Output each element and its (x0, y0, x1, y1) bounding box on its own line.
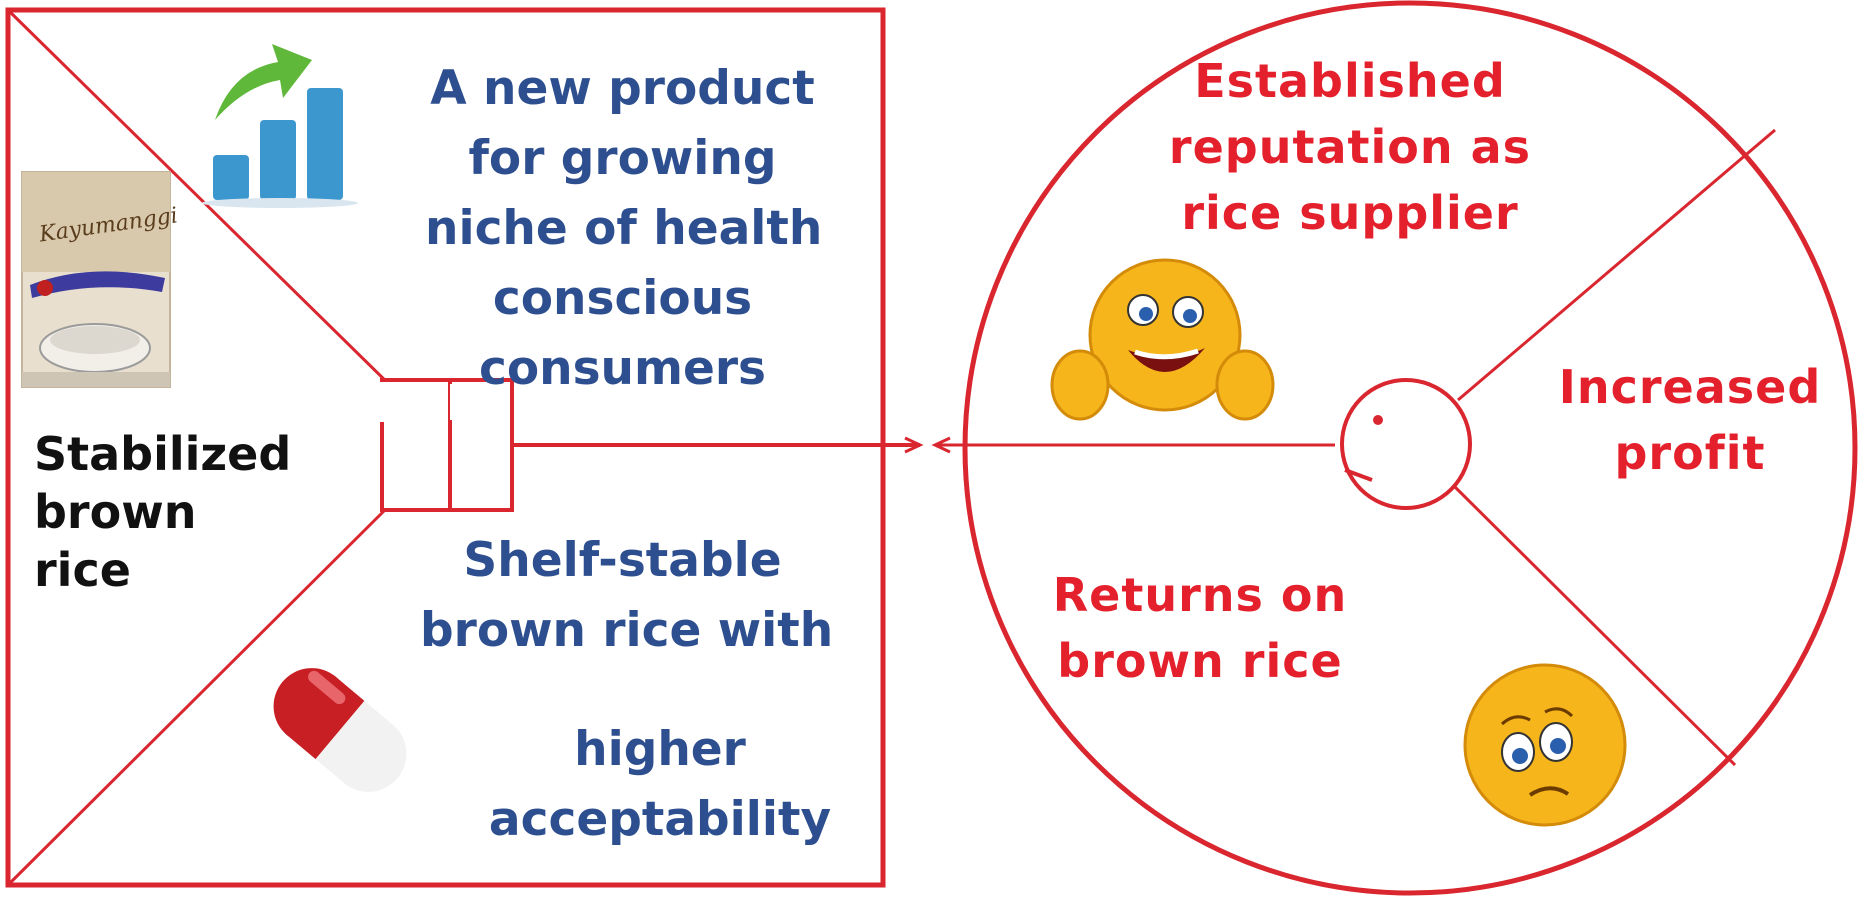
divider-upper (1457, 128, 1776, 402)
circle-bottom-text: Returns on brown rice (1040, 562, 1360, 694)
circle-right-text: Increased profit (1530, 354, 1850, 486)
text-line: conscious (492, 271, 753, 326)
bar-chart-up-icon (202, 44, 358, 208)
text-line: profit (1614, 426, 1766, 480)
plug-connector (378, 378, 920, 512)
text-line: rice supplier (1181, 186, 1519, 240)
text-line: Returns on (1052, 568, 1348, 622)
text-line: Established (1194, 54, 1506, 108)
text-line: rice (34, 543, 131, 597)
circle-frame (962, 0, 1858, 896)
worried-emoji (1463, 663, 1627, 827)
divider-lower (1453, 485, 1737, 767)
rice-package-image: Kayumanggi (21, 171, 179, 388)
text-line: reputation as (1168, 120, 1532, 174)
text-line: Increased (1558, 360, 1822, 414)
arrow-left (931, 436, 951, 454)
text-line: brown rice (1057, 634, 1343, 688)
text-line: A new product (430, 61, 815, 116)
text-line: Stabilized (34, 427, 292, 481)
capsule-pill-icon (273, 668, 407, 792)
square-bottom-text-a: Shelf-stable brown rice with (420, 526, 834, 666)
text-line: niche of health (425, 201, 823, 256)
text-line: Shelf-stable (463, 533, 782, 588)
square-frame (5, 7, 886, 888)
diagonal-top (6, 8, 397, 392)
text-line: acceptability (488, 792, 832, 847)
text-line: brown rice with (420, 603, 834, 658)
happy-thumbs-up-emoji (1050, 258, 1275, 421)
center-dot (1373, 415, 1383, 425)
center-circle (1340, 378, 1472, 510)
center-notch (1344, 468, 1373, 482)
text-line: brown (34, 485, 197, 539)
square-top-text: A new product for growing niche of healt… (425, 54, 823, 404)
text-line: higher (574, 722, 746, 777)
text-line: consumers (478, 341, 767, 396)
diagonal-bottom (6, 498, 397, 887)
square-bottom-text-b: higher acceptability (470, 715, 850, 855)
text-line: for growing (468, 131, 777, 186)
product-label: Stabilized brown rice (34, 425, 291, 599)
circle-top-text: Established reputation as rice supplier (1150, 48, 1550, 246)
arrow-right (904, 436, 924, 454)
